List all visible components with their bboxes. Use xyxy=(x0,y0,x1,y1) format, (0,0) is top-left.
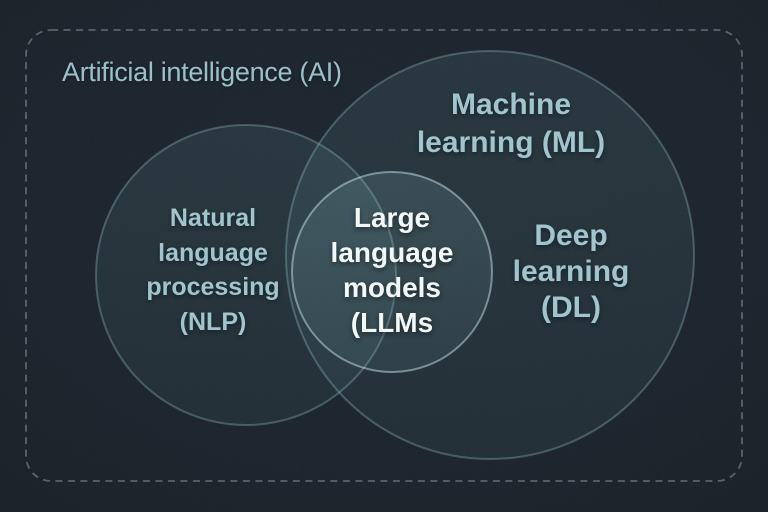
ai-region-label: Artificial intelligence (AI) xyxy=(62,57,342,87)
